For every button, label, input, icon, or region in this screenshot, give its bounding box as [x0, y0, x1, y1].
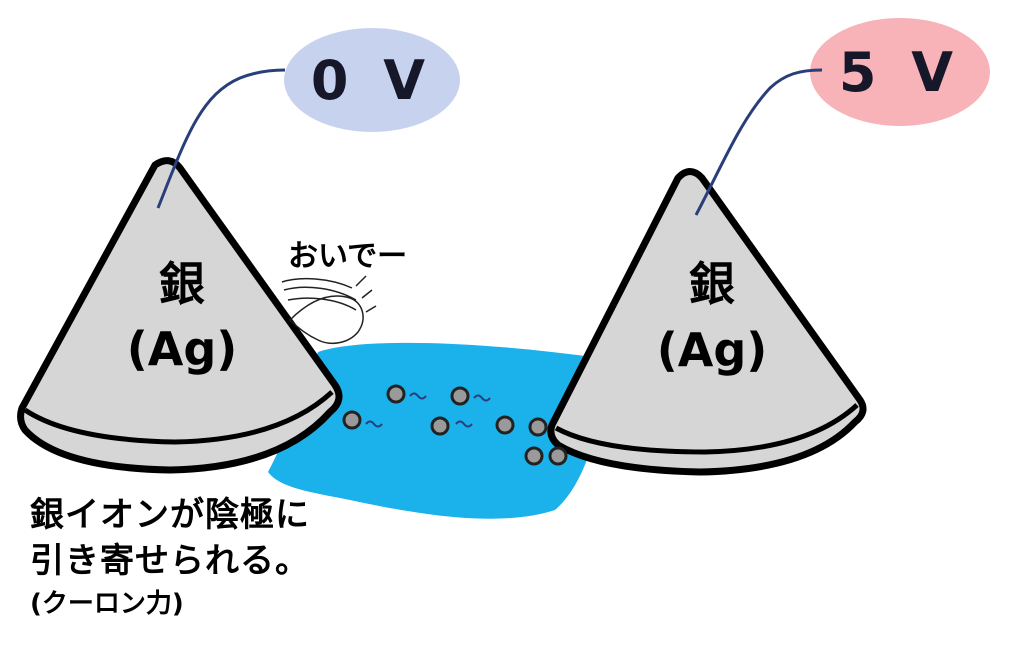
left-electrode-label-line2: (Ag): [127, 322, 238, 376]
right-voltage-label: 5 V: [839, 41, 961, 104]
silver-ions: [342, 384, 568, 466]
left-cone-rim: [23, 390, 334, 445]
right-electrode-label-line2: (Ag): [657, 323, 768, 377]
left-cone-body: [17, 157, 343, 474]
speech-text: おいでー: [288, 239, 407, 274]
silver-ion-icon: [528, 417, 548, 437]
silver-ion-icon: [548, 446, 568, 466]
left-voltage-bubble: [284, 28, 460, 132]
silver-ion-icon: [495, 415, 515, 435]
left-electrode-label-line1: 銀: [159, 257, 205, 311]
caption-line1: 銀イオンが陰極に: [30, 495, 310, 535]
silver-ion-icon: [450, 386, 491, 406]
right-cone-body: [547, 168, 867, 476]
silver-ion-icon: [524, 446, 544, 466]
waving-hand-icon: [281, 275, 377, 345]
left-wire: [156, 68, 286, 209]
left-voltage-label: 0 V: [311, 49, 433, 112]
silver-ion-icon: [386, 384, 427, 404]
caption: 銀イオンが陰極に 引き寄せられる。 (クーロン力): [30, 492, 310, 624]
caption-line3: (クーロン力): [30, 589, 184, 619]
right-wire: [694, 68, 823, 216]
right-electrode-label-line1: 銀: [689, 257, 735, 311]
caption-line2: 引き寄せられる。: [30, 541, 310, 581]
silver-ion-icon: [430, 416, 473, 436]
right-electrode: 銀 (Ag): [547, 168, 867, 476]
right-voltage-bubble: [810, 18, 990, 126]
silver-ion-icon: [342, 410, 383, 430]
left-electrode: 銀 (Ag): [17, 157, 343, 474]
right-cone-rim: [554, 403, 859, 455]
